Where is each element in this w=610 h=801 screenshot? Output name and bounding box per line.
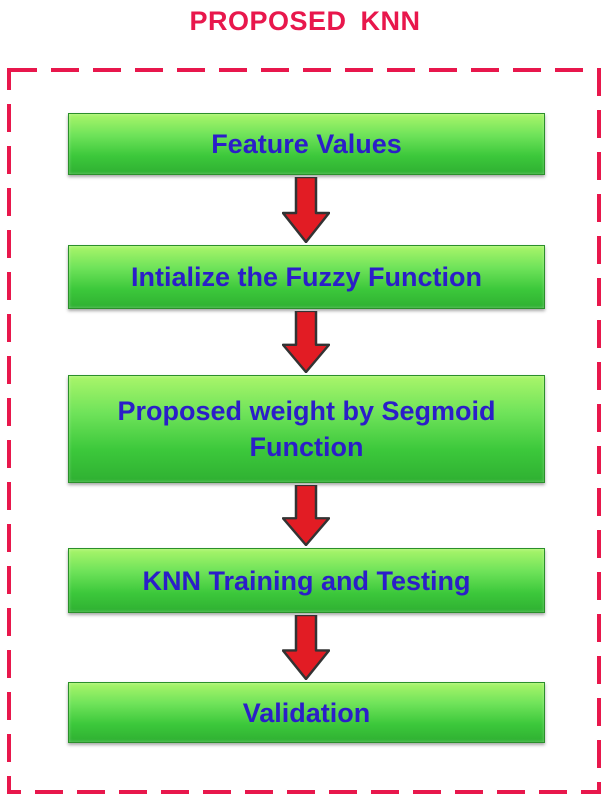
step-validation: Validation	[68, 682, 545, 743]
step-feature-values: Feature Values	[68, 113, 545, 175]
step-proposed-weight: Proposed weight by Segmoid Function	[68, 375, 545, 483]
step-initialize-fuzzy-function: Intialize the Fuzzy Function	[68, 245, 545, 309]
step-knn-training-testing: KNN Training and Testing	[68, 548, 545, 613]
down-arrow-icon	[282, 615, 330, 680]
down-arrow-icon	[282, 485, 330, 546]
down-arrow-icon	[282, 311, 330, 373]
down-arrow-icon	[282, 177, 330, 243]
diagram-title: PROPOSED KNN	[189, 6, 421, 36]
